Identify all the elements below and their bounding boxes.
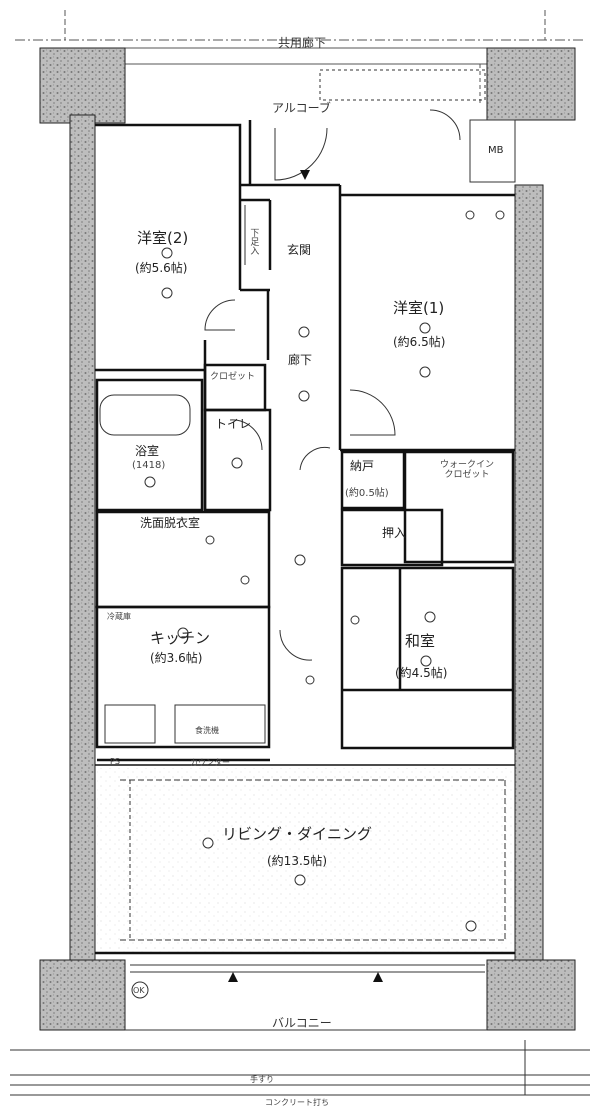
bottom-note: コンクリート打ち xyxy=(265,1098,329,1107)
mb-label: MB xyxy=(488,145,504,156)
room-living-size: (約13.5帖) xyxy=(267,854,328,868)
door-swings xyxy=(204,109,461,661)
fence-note: 手すり xyxy=(250,1075,274,1084)
room-washroom-name: 洗面脱衣室 xyxy=(140,516,201,530)
alcove-label: アルコーブ xyxy=(272,101,331,115)
room-storage-size: (約0.5帖) xyxy=(345,488,389,499)
room-living-name: リビング・ダイニング xyxy=(222,825,373,843)
window-and-detail-lines xyxy=(10,69,590,1096)
pipe-space-label: PS xyxy=(110,757,120,766)
room-kitchen-size: (約3.6帖) xyxy=(150,651,203,665)
ok-label: OK xyxy=(133,986,145,995)
lighting-and-outlet-symbols xyxy=(131,210,505,999)
counter-label: カウンター xyxy=(190,758,230,767)
room-entrance-name: 玄関 xyxy=(287,243,312,257)
refrigerator-label: 冷蔵庫 xyxy=(107,612,131,621)
room-western1-name: 洋室(1) xyxy=(393,299,445,317)
room-bath-size: (1418) xyxy=(132,460,166,471)
corridor-outline xyxy=(15,10,585,105)
room-walkin-name: ウォークイン クロゼット xyxy=(440,460,495,481)
room-western1-size: (約6.5帖) xyxy=(393,335,446,349)
room-toilet-name: トイレ xyxy=(215,417,252,431)
room-bath-name: 浴室 xyxy=(135,444,160,458)
dishwasher-label: 食洗機 xyxy=(195,726,219,735)
room-washitsu-name: 和室 xyxy=(405,632,436,650)
room-storage-name: 納戸 xyxy=(350,459,375,473)
corridor-label: 共用廊下 xyxy=(278,36,327,50)
room-washitsu-size: (約4.5帖) xyxy=(395,666,448,680)
room-oshiire-name: 押入 xyxy=(382,526,407,540)
entry-arrows xyxy=(228,170,383,982)
living-floor xyxy=(97,768,513,953)
balcony-label: バルコニー xyxy=(272,1016,332,1030)
room-kitchen-name: キッチン xyxy=(150,629,211,647)
shoe-box-label: 下足入 xyxy=(248,228,259,255)
room-closet-name: クロゼット xyxy=(210,372,256,382)
room-western2-size: (約5.6帖) xyxy=(135,261,188,275)
interior-walls xyxy=(95,120,515,955)
room-hallway-name: 廊下 xyxy=(288,353,313,367)
room-western2-name: 洋室(2) xyxy=(137,229,189,247)
structural-walls xyxy=(39,47,576,1031)
